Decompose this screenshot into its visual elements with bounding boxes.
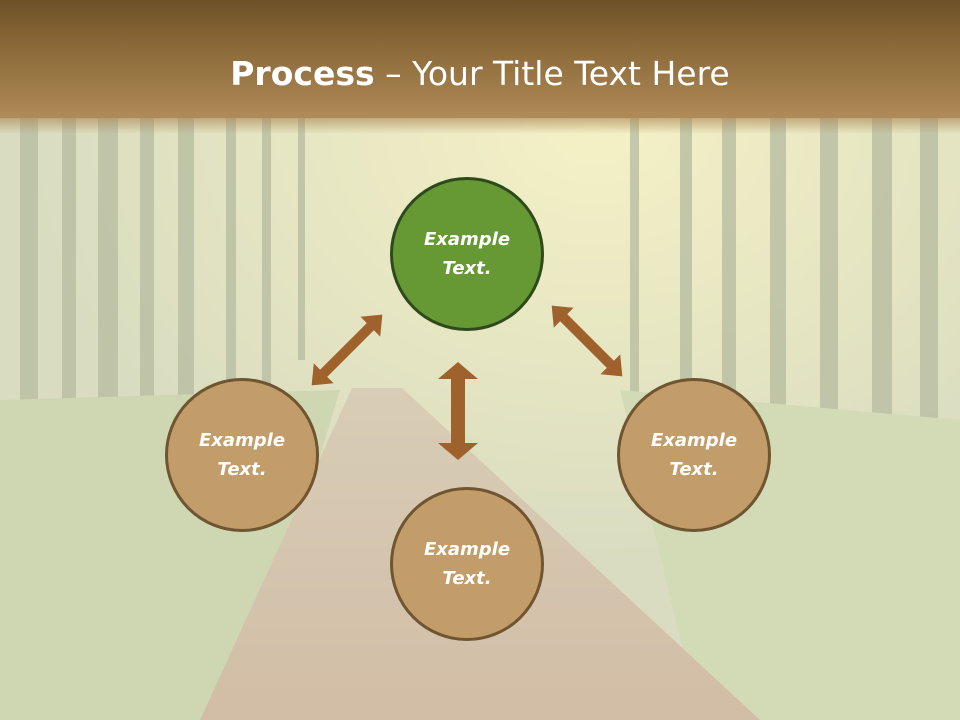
node-label: Example Text. — [198, 430, 286, 480]
slide-title: Process – Your Title Text Here — [0, 52, 960, 96]
node-label: Example Text. — [423, 229, 511, 279]
process-node-center: Example Text. — [390, 177, 544, 331]
process-node-bottom: Example Text. — [390, 487, 544, 641]
node-label: Example Text. — [423, 539, 511, 589]
process-node-right: Example Text. — [617, 378, 771, 532]
title-rest: – Your Title Text Here — [374, 54, 730, 93]
title-bar-fade — [0, 112, 960, 134]
title-bar — [0, 0, 960, 118]
node-label: Example Text. — [650, 430, 738, 480]
process-node-left: Example Text. — [165, 378, 319, 532]
title-bold-word: Process — [230, 54, 375, 93]
